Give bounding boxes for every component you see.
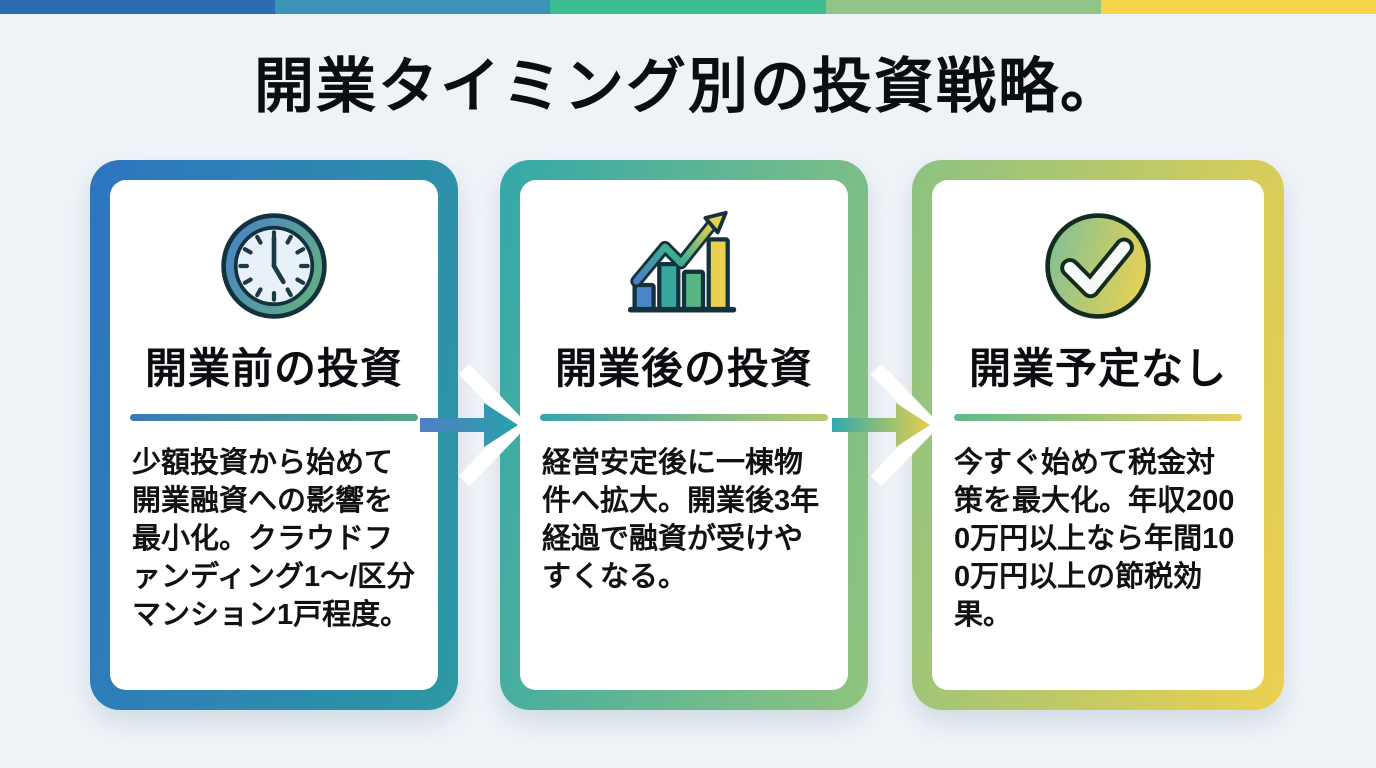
card-before-opening: 開業前の投資 少額投資から始めて開業融資への影響を最小化。クラウドファンディング… — [90, 160, 458, 710]
top-bar-segment-green — [550, 0, 826, 14]
card-heading: 開業前の投資 — [144, 345, 403, 392]
card-after-opening-inner: 開業後の投資 経営安定後に一棟物件へ拡大。開業後3年経過で融資が受けやすくなる。 — [520, 180, 848, 690]
page-title: 開業タイミング別の投資戦略。 — [254, 53, 1122, 120]
top-bar-segment-teal — [275, 0, 551, 14]
clock-icon — [218, 210, 330, 322]
arrow-right-icon — [418, 363, 538, 487]
card-body-text: 経営安定後に一棟物件へ拡大。開業後3年経過で融資が受けやすくなる。 — [542, 447, 820, 594]
card-after-opening: 開業後の投資 経営安定後に一棟物件へ拡大。開業後3年経過で融資が受けやすくなる。 — [500, 160, 868, 710]
gradient-divider — [130, 414, 418, 422]
top-color-bar — [0, 0, 1376, 14]
card-heading: 開業後の投資 — [554, 345, 813, 392]
bar-chart-icon — [627, 210, 741, 322]
top-bar-segment-lightgreen — [825, 0, 1101, 14]
card-no-opening-plan-inner: 開業予定なし 今すぐ始めて税金対策を最大化。年収2000万円以上なら年間100万… — [932, 180, 1264, 690]
card-body-text: 少額投資から始めて開業融資への影響を最小化。クラウドファンディング1〜/区分マン… — [132, 447, 416, 632]
card-no-opening-plan: 開業予定なし 今すぐ始めて税金対策を最大化。年収2000万円以上なら年間100万… — [912, 160, 1284, 710]
arrow-right-icon — [830, 363, 950, 487]
check-icon — [1042, 210, 1154, 322]
gradient-divider — [540, 414, 828, 422]
card-heading: 開業予定なし — [968, 345, 1227, 392]
top-bar-segment-yellow — [1100, 0, 1376, 14]
top-bar-segment-blue — [0, 0, 276, 14]
gradient-divider — [954, 414, 1242, 422]
card-body-text: 今すぐ始めて税金対策を最大化。年収2000万円以上なら年間100万円以上の節税効… — [954, 447, 1235, 632]
cards-row: 開業前の投資 少額投資から始めて開業融資への影響を最小化。クラウドファンディング… — [0, 160, 1376, 710]
card-before-opening-inner: 開業前の投資 少額投資から始めて開業融資への影響を最小化。クラウドファンディング… — [110, 180, 438, 690]
